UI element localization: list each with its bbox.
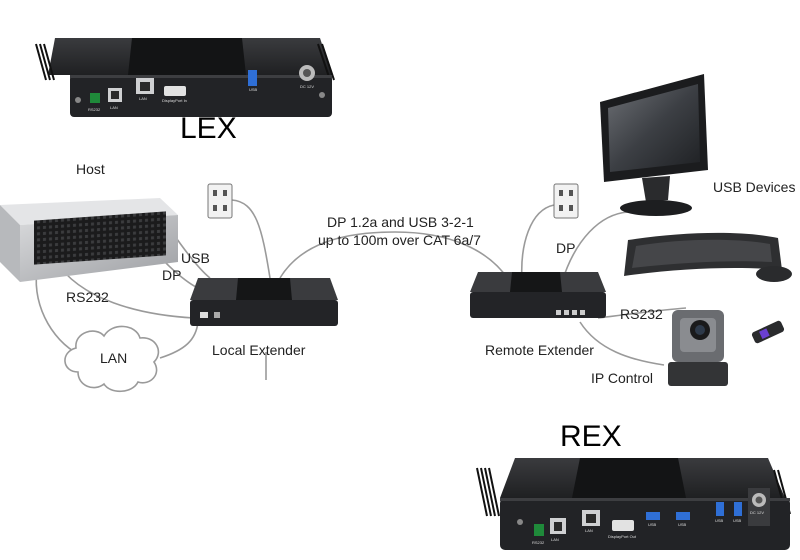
rs232-label-left: RS232: [66, 289, 109, 305]
cable-lan-extender: [159, 321, 199, 359]
lan-cloud-label: LAN: [100, 350, 128, 366]
cable-dp-monitor: [561, 211, 629, 283]
lex-port-label-dc: DC 12V: [300, 84, 314, 89]
monitor: [600, 74, 708, 216]
link-label-line1: DP 1.2a and USB 3-2-1: [327, 214, 474, 230]
usb-dongle: [751, 320, 785, 344]
lex-heatsink-left: [35, 43, 55, 81]
lex-port-label-usb: USB: [249, 87, 258, 92]
cable-lex-power: [231, 199, 271, 279]
rex-port-label-usb-3: USB: [715, 518, 724, 523]
host-label: Host: [76, 161, 105, 177]
rex-displayport-out: [612, 520, 634, 531]
local-extender-label: Local Extender: [212, 342, 306, 358]
mouse: [756, 266, 792, 282]
lex-title: LEX: [180, 112, 237, 145]
rex-usb-port-1: [646, 512, 660, 520]
rex-title: REX: [560, 420, 622, 453]
rex-port-label-dc: DC 12V: [750, 510, 764, 515]
lex-heatsink-right: [317, 43, 335, 81]
server-vent-panel: [34, 211, 166, 265]
rex-port-label-rs232: RS232: [532, 540, 545, 545]
rex-port-label-usb-2: USB: [678, 522, 687, 527]
lex-port-label-dp: DisplayPort In: [162, 98, 187, 103]
dp-label-right: DP: [556, 240, 576, 256]
rex-port-label-dp: DisplayPort Out: [608, 534, 637, 539]
lex-displayport-in: [164, 86, 186, 96]
lex-usb-port: [248, 70, 257, 86]
wall-outlet-right: [553, 183, 579, 219]
rex-device: RS232 LAN LAN DisplayPort Out USB USB US…: [476, 458, 791, 550]
rs232-label-right: RS232: [620, 306, 663, 322]
rex-usb-port-2: [676, 512, 690, 520]
rex-usb-port-4: [734, 502, 742, 516]
rex-port-label-usb-1: USB: [648, 522, 657, 527]
rex-rs232-port: [534, 524, 544, 536]
lex-port-label-rs232: RS232: [88, 107, 101, 112]
dp-label-left: DP: [162, 267, 182, 283]
usb-label: USB: [181, 250, 210, 266]
cable-rex-power: [520, 204, 555, 281]
cable-usb-keyboard: [597, 307, 687, 319]
lex-port-label-lan-2: LAN: [139, 96, 147, 101]
link-label-line2: up to 100m over CAT 6a/7: [318, 232, 481, 248]
lex-device: RS232 LAN LAN DisplayPort In USB DC 12V: [35, 38, 335, 117]
ptz-camera: [668, 310, 728, 386]
ip-control-label: IP Control: [591, 370, 653, 386]
cable-link: [279, 231, 511, 283]
host-server: [0, 198, 178, 282]
cable-ip-control: [579, 321, 665, 366]
rex-port-label-usb-4: USB: [733, 518, 742, 523]
lex-port-label-lan-1: LAN: [110, 105, 118, 110]
keyboard: [624, 232, 782, 276]
remote-extender-device: [470, 272, 606, 318]
remote-extender-label: Remote Extender: [485, 342, 594, 358]
lan-cloud-shape: [64, 325, 160, 393]
rex-heatsink-left: [476, 467, 500, 517]
rex-port-label-lan-2: LAN: [585, 528, 593, 533]
local-extender-device: [190, 278, 338, 326]
rex-port-label-lan-1: LAN: [551, 537, 559, 542]
usb-devices-label: USB Devices: [713, 179, 796, 195]
rex-usb-port-3: [716, 502, 724, 516]
wall-outlet-left: [207, 183, 233, 219]
lex-rs232-port: [90, 93, 100, 103]
